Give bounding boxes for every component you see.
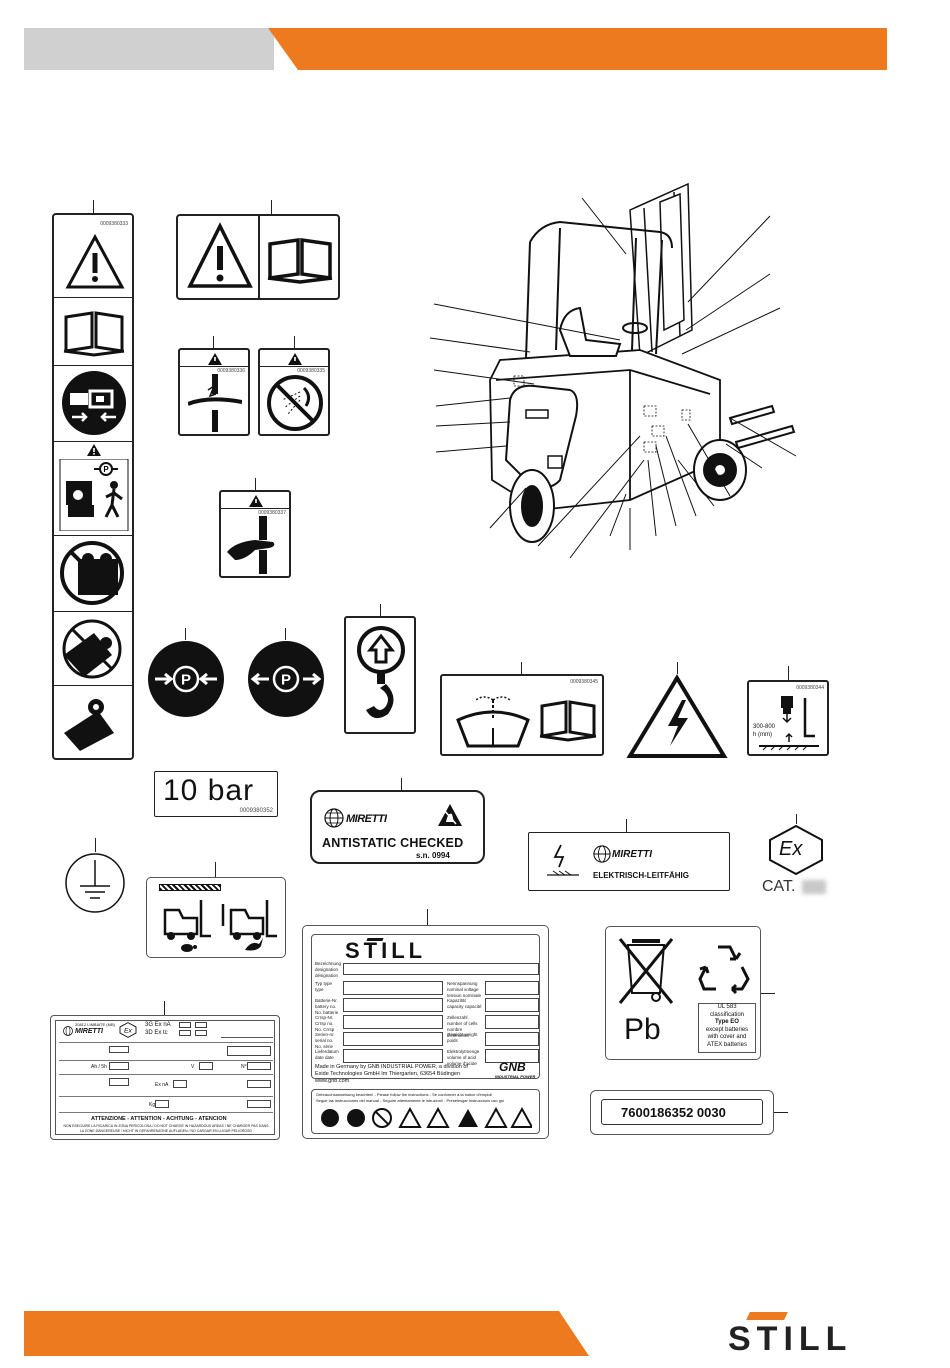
pressure-code: 0009380352: [239, 808, 273, 814]
sidebar-code: 0009380333: [100, 221, 128, 227]
globe-icon: [63, 1026, 73, 1036]
ground-lightning-icon: [547, 844, 579, 876]
globe-icon: [324, 808, 344, 828]
load-lift-icon: [759, 696, 819, 751]
small-warning-icon: [288, 353, 302, 365]
svg-text:P: P: [181, 672, 191, 689]
warning-triangle-icon: [65, 233, 125, 289]
lift-height-label: 0009380344 300-800 h (mm): [747, 680, 829, 756]
crossed-bin-icon: [618, 938, 674, 1004]
header-bar-gray: [24, 28, 274, 70]
manual-book-icon: [63, 311, 125, 357]
antistatic-serial: s.n. 0994: [416, 851, 450, 860]
ex-cat-1: 3G Ex nA: [145, 1022, 171, 1028]
conductive-label: MIRETTI ELEKTRISCH-LEITFÄHIG: [528, 832, 730, 891]
plate-instructions-1: Gebrauchsanweisung beachten! - Please fo…: [316, 1092, 493, 1097]
mast-crush-icon: [188, 374, 242, 432]
no-water-spray-icon: [267, 375, 323, 431]
miretti-brand: MIRETTI: [75, 1028, 103, 1035]
antistatic-title: ANTISTATIC CHECKED: [322, 836, 464, 850]
warning-manual-label: [176, 214, 340, 300]
plate-exide: Exide Technologies GmbH Im Thiergarten, …: [315, 1071, 461, 1077]
svg-text:Ex: Ex: [124, 1027, 133, 1034]
svg-text:P: P: [103, 465, 109, 474]
serial-number: 7600186352 0030: [621, 1105, 726, 1120]
no-spray-label: 0009380335: [258, 348, 330, 436]
battery-safety-icons: [321, 1107, 532, 1128]
hand-crush-label: 0009380337: [219, 490, 291, 578]
globe-icon: [593, 845, 611, 863]
crane-hook-label: [344, 616, 416, 734]
forklift-fast-icon: [221, 900, 277, 951]
parking-brake-on-icon: P: [148, 641, 224, 717]
svg-text:P: P: [281, 672, 291, 689]
small-warning-icon: [87, 444, 101, 456]
gnb-logo: GNB: [499, 1060, 526, 1074]
ex-category: CAT.: [762, 878, 796, 895]
recycle-icon: [698, 945, 750, 995]
gnb-sub: INDUSTRIAL POWER: [495, 1074, 536, 1079]
miretti-brand: MIRETTI: [346, 813, 387, 825]
forklift-slow-icon: [163, 900, 211, 952]
plate-made-in: Made in Germany by GNB INDUSTRIAL POWER,…: [315, 1064, 468, 1070]
lift-height-range: 300-800: [753, 724, 776, 730]
pressure-label: 10 bar 0009380352: [154, 771, 278, 817]
lead-symbol: Pb: [624, 1013, 661, 1046]
high-voltage-warning-icon: [626, 674, 728, 758]
miretti-footer-1: ATTENZIONE - ATTENTION - ACHTUNG - ATENC…: [91, 1116, 227, 1122]
ex-cat-2: 3D Ex tc: [145, 1030, 168, 1036]
ex-symbol: Ex: [779, 838, 803, 860]
seatbelt-icon: [62, 371, 126, 435]
manual-book-icon: [267, 237, 333, 284]
speed-mode-label: [146, 877, 286, 958]
parking-exit-icon: P: [59, 459, 129, 531]
safety-label-strip: 0009380333 P: [52, 213, 134, 760]
hand-crush-icon: [227, 516, 275, 574]
plate-instructions-2: Seguir las instrucciones del manual - Se…: [316, 1098, 504, 1103]
crush-warning-label: 0009380336: [178, 348, 250, 436]
miretti-address: 20812 LIMBIATE (MB): [75, 1022, 115, 1027]
small-warning-icon: [249, 495, 263, 507]
plate-web: www.gnb.com: [315, 1078, 350, 1084]
esd-warning-icon: [438, 804, 462, 826]
pressure-value: 10 bar: [163, 774, 255, 807]
parking-brake-off-icon: P: [248, 641, 324, 717]
no-passengers-icon: [60, 541, 124, 605]
header-bar-orange: [268, 28, 887, 70]
footer-bar-orange: [24, 1311, 589, 1356]
still-battery-plate: STILL Bezeichnung designation désignatio…: [302, 925, 549, 1139]
wiper-manual-label: 0009380345: [440, 674, 604, 756]
plate-field-labels-left: Bezeichnung designation désignation: [315, 961, 342, 978]
battery-disposal-label: Pb UL 583 classification Type EO except …: [605, 926, 761, 1060]
miretti-data-plate: 20812 LIMBIATE (MB) MIRETTI Ex 3G Ex nA …: [50, 1015, 280, 1140]
forklift-leader-lines: [430, 197, 797, 559]
manual-book-icon: [539, 700, 597, 742]
small-warning-icon: [208, 353, 222, 365]
lift-height-unit: h (mm): [753, 732, 772, 738]
ex-category-blurred: [802, 880, 826, 894]
antistatic-label: MIRETTI ANTISTATIC CHECKED s.n. 0994: [310, 790, 485, 864]
serial-number-plate: 7600186352 0030: [590, 1090, 774, 1135]
ex-hexagon-icon: [769, 824, 823, 876]
miretti-brand: MIRETTI: [612, 849, 652, 860]
crane-hook-icon: [357, 626, 405, 719]
hold-on-icon: [64, 699, 114, 751]
tip-over-icon: [62, 619, 122, 679]
warning-triangle-icon: [187, 222, 253, 288]
ground-symbol-icon: [65, 853, 125, 913]
still-logo-text: STILL: [728, 1320, 853, 1358]
still-logo: STILL: [728, 1312, 888, 1360]
conductive-text: ELEKTRISCH-LEITFÄHIG: [593, 871, 689, 880]
windscreen-washer-icon: [456, 696, 530, 748]
still-plate-brand: STILL: [345, 938, 427, 963]
ex-hexagon-icon: Ex: [119, 1022, 137, 1038]
